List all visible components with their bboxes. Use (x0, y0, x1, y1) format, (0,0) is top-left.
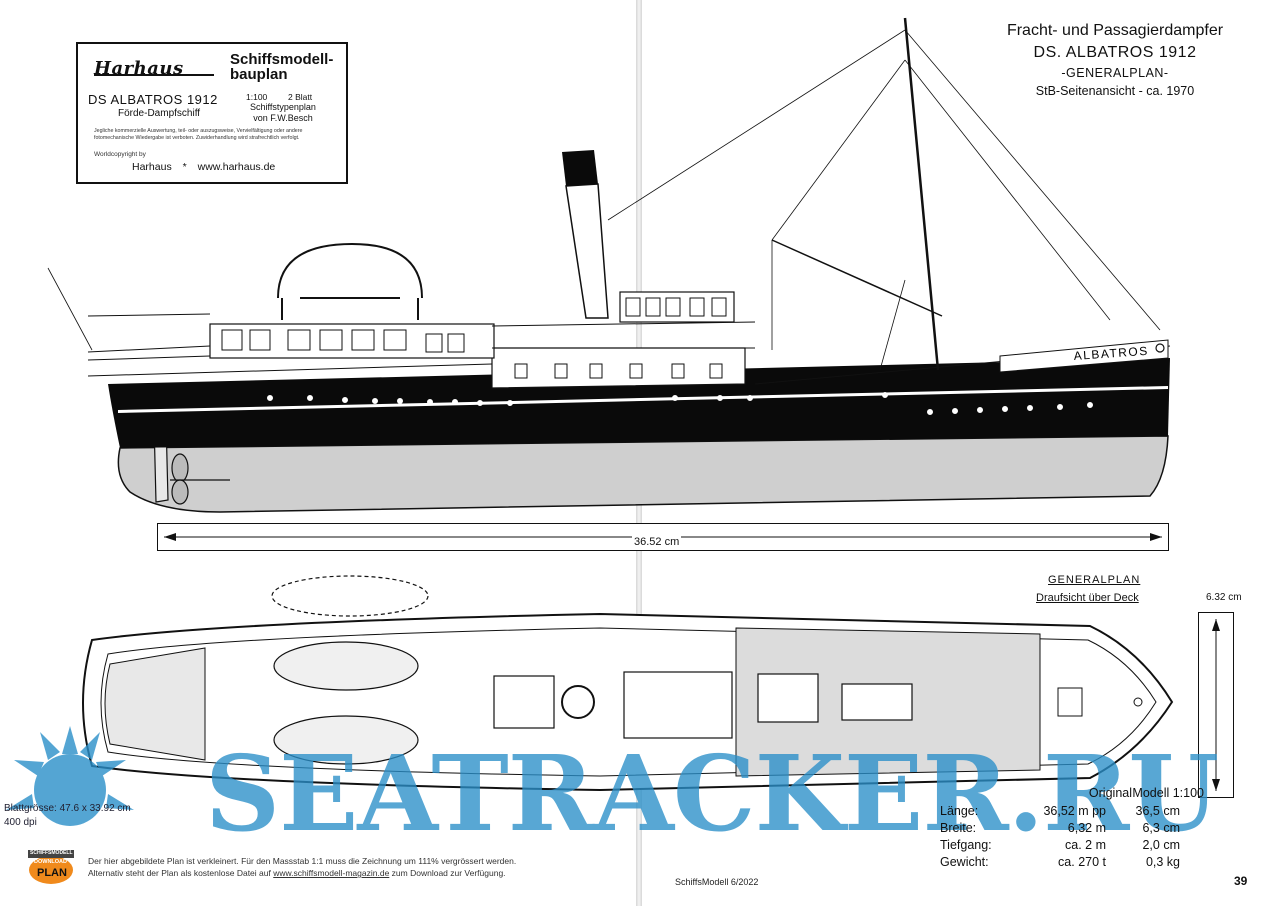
spec-model: 36,5 cm (1135, 804, 1180, 818)
propeller-icon (170, 453, 230, 505)
spec-original: ca. 270 t (1058, 855, 1106, 869)
plan-author: von F.W.Besch (253, 113, 313, 123)
plan-kind: Schiffstypenplan von F.W.Besch (228, 102, 338, 124)
spec-label: Breite: (940, 821, 977, 835)
specs-header-row: Original Modell 1:100 (940, 786, 1204, 801)
underwater-hull (117, 435, 1169, 513)
ship-name: DS ALBATROS 1912 (88, 92, 218, 107)
funnel-top-icon (561, 685, 595, 719)
spec-original: ca. 2 m (1065, 838, 1106, 852)
logo-mid-text: DOWNLOAD (34, 859, 67, 865)
hull-portholes (267, 392, 1093, 415)
publisher-name: Harhaus (132, 161, 172, 173)
brand-underline (94, 74, 214, 76)
spec-label: Tiefgang: (940, 838, 992, 852)
plan-view-subtitle: Draufsicht über Deck (1036, 592, 1139, 604)
spec-model: 0,3 kg (1145, 855, 1180, 869)
beam-dimension: 6.32 cm (1206, 592, 1242, 603)
download-plan-logo[interactable]: SCHIFFSMODELL DOWNLOAD PLAN (26, 846, 76, 891)
watermark: SEATRACKER.RU (205, 732, 1219, 855)
deck-inner (100, 627, 1157, 777)
note-line-2-post: zum Download zur Verfügung. (391, 868, 506, 878)
lifeboats (271, 575, 429, 765)
spec-label: Länge: (940, 804, 979, 818)
awning-frame (277, 242, 423, 320)
title-block: Harhaus Schiffsmodell-bauplan DS ALBATRO… (76, 42, 348, 184)
header-line-3: -GENERALPLAN- (1061, 66, 1169, 80)
note-line-2-pre: Alternativ steht der Plan als kostenlose… (88, 868, 271, 878)
plan-view-title: GENERALPLAN (1048, 574, 1141, 586)
specs-row: Tiefgang: ca. 2 m 2,0 cm (940, 838, 1200, 853)
copyright: Worldcopyright by (94, 151, 146, 158)
skylights (493, 671, 913, 739)
anchor-hawse (1155, 343, 1165, 353)
funnel (562, 150, 609, 319)
specs-row: Länge: 36,52 m pp 36,5 cm (940, 804, 1200, 819)
note-line-2: Alternativ steht der Plan als kostenlose… (88, 867, 516, 879)
note-line-1: Der hier abgebildete Plan ist verkleiner… (88, 856, 517, 866)
sheet-size: Blattgrösse: 47.6 x 33.92 cm (4, 803, 131, 814)
logo-bottom-text: PLAN (37, 867, 67, 879)
specs-row: Breite: 6,32 m 6,3 cm (940, 821, 1200, 836)
plan-header: Fracht- und Passagierdampfer DS. ALBATRO… (985, 20, 1245, 100)
sunburst-icon (6, 726, 134, 826)
hull-stripe (118, 386, 1168, 413)
saloon-windows (221, 329, 465, 353)
header-line-2: DS. ALBATROS 1912 (1033, 44, 1197, 61)
brand-logo: Harhaus (94, 58, 184, 79)
magazine-footer: SchiffsModell 6/2022 (675, 877, 759, 887)
legal-notice: Jegliche kommerzielle Auswertung, teil- … (94, 128, 303, 141)
specs-col-original: Original (1088, 786, 1132, 800)
beam-dimension-bar (1198, 612, 1234, 798)
spec-label: Gewicht: (940, 855, 989, 869)
specs-row: Gewicht: ca. 270 t 0,3 kg (940, 855, 1200, 870)
sheet-count: 2 Blatt (288, 92, 313, 102)
bow-fitting-icon (1133, 697, 1143, 707)
spec-original: 36,52 m pp (1043, 804, 1106, 818)
beam-arrow-icon (1212, 619, 1220, 791)
wheelhouse-windows (625, 297, 727, 317)
plan-scale: 1:100 (246, 92, 268, 102)
logo-top-text: SCHIFFSMODELL (30, 850, 73, 856)
plan-kind-text: Schiffstypenplan (250, 102, 316, 112)
publisher-website[interactable]: www.harhaus.de (197, 161, 276, 173)
publisher-separator: * (182, 161, 187, 173)
spec-original: 6,32 m (1067, 821, 1106, 835)
download-note: Der hier abgebildete Plan ist verkleiner… (88, 855, 516, 879)
page-number: 39 (1234, 874, 1248, 888)
hull-name: ALBATROS (1073, 344, 1149, 363)
cargo-boom (771, 239, 943, 317)
hull-black (108, 358, 1170, 448)
rigging (47, 29, 1161, 371)
plan-type: Schiffsmodell-bauplan (230, 51, 334, 83)
specs-col-model: Modell 1:100 (1132, 786, 1204, 800)
spec-model: 2,0 cm (1142, 838, 1180, 852)
spec-model: 6,3 cm (1142, 821, 1180, 835)
deckhouse-windows (514, 363, 723, 379)
magazine-link[interactable]: www.schiffsmodell-magazin.de (273, 868, 390, 878)
publisher-line: Harhaus * www.harhaus.de (132, 161, 275, 173)
download-badge-icon (28, 850, 74, 884)
header-line-1: Fracht- und Passagierdampfer (1006, 22, 1224, 39)
header-line-4: StB-Seitenansicht - ca. 1970 (1035, 84, 1195, 98)
bow-capstan (1057, 687, 1083, 717)
forecastle (999, 339, 1169, 373)
length-dimension: 36.52 cm (632, 536, 682, 548)
sheet-dpi: 400 dpi (4, 817, 37, 828)
stern-deck (104, 647, 206, 761)
ship-type: Förde-Dampfschiff (118, 108, 201, 119)
